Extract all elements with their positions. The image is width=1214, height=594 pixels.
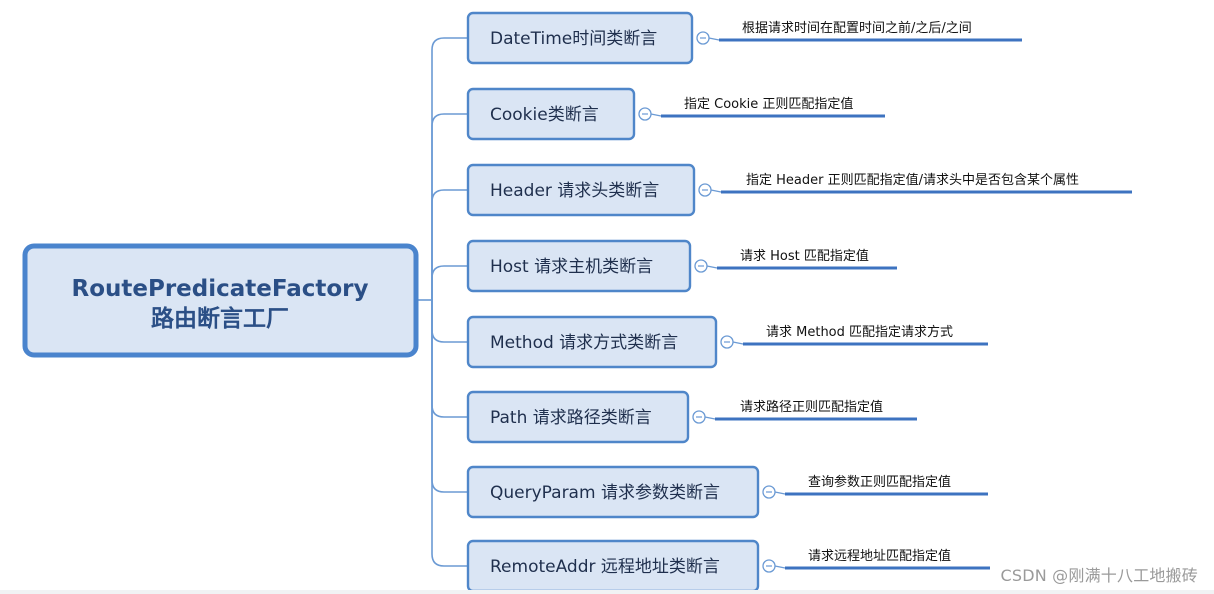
root-node[interactable]: RoutePredicateFactory 路由断言工厂: [22, 243, 419, 358]
branch-label: Header 请求头类断言: [490, 181, 659, 201]
root-box: [22, 243, 419, 358]
collapse-toggle-icon[interactable]: [696, 31, 710, 45]
branch-label: Cookie类断言: [490, 105, 599, 125]
branch-connector: [431, 300, 468, 418]
leaf-connector: [704, 416, 716, 420]
branch-connector: [431, 265, 468, 300]
bottom-strip: [0, 590, 1214, 594]
branch-nodes: DateTime时间类断言 根据请求时间在配置时间之前/之后/之间 Cookie类断…: [466, 11, 1132, 593]
leaf-note: 请求 Host 匹配指定值: [740, 248, 869, 264]
branch-node[interactable]: DateTime时间类断言 根据请求时间在配置时间之前/之后/之间: [466, 11, 1022, 65]
branch-node[interactable]: Path 请求路径类断言 请求路径正则匹配指定值: [466, 390, 917, 444]
watermark: CSDN @刚满十八工地搬砖: [1000, 566, 1198, 585]
branch-label: Path 请求路径类断言: [490, 408, 652, 428]
leaf-connector: [774, 565, 786, 569]
branch-node[interactable]: Host 请求主机类断言 请求 Host 匹配指定值: [466, 239, 897, 293]
root-subtitle: 路由断言工厂: [151, 305, 289, 332]
branch-box: [466, 163, 696, 217]
branch-box: [466, 11, 694, 65]
branch-connector: [431, 300, 468, 493]
collapse-toggle-icon[interactable]: [694, 259, 708, 273]
leaf-connector: [710, 189, 722, 193]
branch-label: QueryParam 请求参数类断言: [490, 483, 720, 503]
branch-node[interactable]: Cookie类断言 指定 Cookie 正则匹配指定值: [466, 87, 885, 141]
branch-node[interactable]: RemoteAddr 远程地址类断言 请求远程地址匹配指定值: [466, 539, 990, 593]
branch-box: [466, 87, 636, 141]
branch-connector: [431, 37, 468, 300]
leaf-note: 指定 Header 正则匹配指定值/请求头中是否包含某个属性: [746, 172, 1079, 188]
branch-connector: [431, 113, 468, 300]
collapse-toggle-icon[interactable]: [692, 410, 706, 424]
leaf-note: 指定 Cookie 正则匹配指定值: [684, 96, 853, 112]
branch-node[interactable]: Method 请求方式类断言 请求 Method 匹配指定请求方式: [466, 315, 988, 369]
branch-box: [466, 390, 690, 444]
branch-connector: [431, 300, 468, 343]
collapse-toggle-icon[interactable]: [762, 559, 776, 573]
branch-box: [466, 465, 760, 519]
leaf-connector: [774, 491, 786, 495]
branch-label: DateTime时间类断言: [490, 29, 657, 49]
branch-box: [466, 239, 692, 293]
leaf-note: 根据请求时间在配置时间之前/之后/之间: [742, 20, 972, 36]
leaf-note: 请求远程地址匹配指定值: [808, 548, 951, 564]
leaf-connector: [650, 113, 662, 117]
branch-box: [466, 315, 718, 369]
branch-label: Host 请求主机类断言: [490, 257, 653, 277]
branch-label: Method 请求方式类断言: [490, 333, 678, 353]
collapse-toggle-icon[interactable]: [762, 485, 776, 499]
leaf-note: 请求路径正则匹配指定值: [740, 399, 883, 415]
branch-node[interactable]: QueryParam 请求参数类断言 查询参数正则匹配指定值: [466, 465, 988, 519]
branch-connector: [431, 189, 468, 300]
leaf-note: 请求 Method 匹配指定请求方式: [766, 324, 953, 340]
leaf-connector: [708, 37, 720, 41]
collapse-toggle-icon[interactable]: [720, 335, 734, 349]
leaf-note: 查询参数正则匹配指定值: [808, 474, 951, 490]
connector-lines: [416, 37, 468, 567]
leaf-connector: [732, 341, 744, 345]
branch-node[interactable]: Header 请求头类断言 指定 Header 正则匹配指定值/请求头中是否包含某…: [466, 163, 1132, 217]
root-title: RoutePredicateFactory: [71, 276, 368, 302]
branch-label: RemoteAddr 远程地址类断言: [490, 557, 720, 577]
branch-connector: [431, 300, 468, 567]
collapse-toggle-icon[interactable]: [698, 183, 712, 197]
leaf-connector: [706, 265, 718, 269]
collapse-toggle-icon[interactable]: [638, 107, 652, 121]
